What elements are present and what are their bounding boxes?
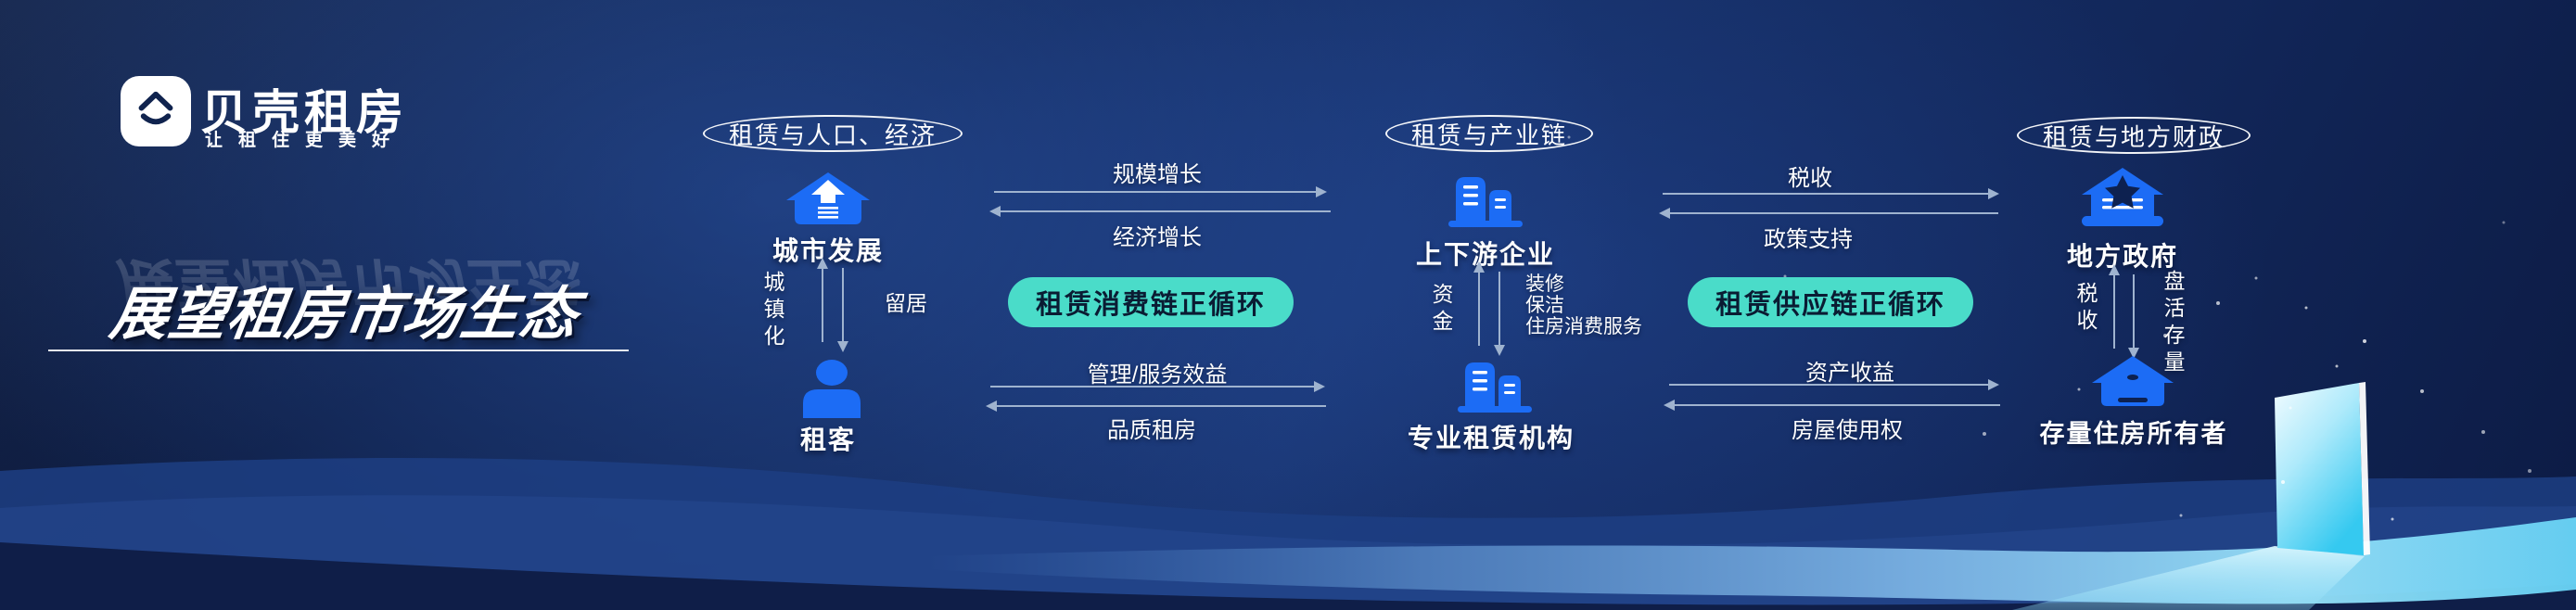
up-arrow [817, 258, 828, 342]
label-tax: 税收 [2073, 282, 2098, 336]
node-tenant: 租客 [799, 426, 857, 454]
star-dots [1567, 135, 2531, 521]
arrow-quality-renting [986, 400, 1326, 412]
label-scale-growth: 规模增长 [1113, 162, 1202, 187]
node-housing-stock-owner: 存量住房所有者 [2039, 420, 2228, 448]
pill-industry-chain: 租赁与产业链 [1384, 115, 1594, 152]
city-development-icon [784, 172, 872, 230]
arrow-tax-revenue [1663, 188, 1999, 199]
label-renovation: 装修 [1525, 273, 1564, 295]
arrow-management-service [990, 381, 1325, 392]
consumption-cycle-badge: 租赁消费链正循环 [1007, 277, 1294, 327]
up-arrow [2109, 264, 2120, 349]
label-activate-stock: 盘活存量 [2161, 270, 2185, 377]
arrow-policy-support [1659, 208, 1998, 219]
label-economic-growth: 经济增长 [1113, 225, 1202, 250]
supply-cycle-badge: 租赁供应链正循环 [1687, 277, 1974, 327]
node-enterprises: 上下游企业 [1415, 240, 1556, 269]
label-management-service: 管理/服务效益 [1087, 362, 1228, 388]
label-services-list: 装修 保洁 住房消费服务 [1525, 273, 1642, 337]
node-leasing-agency: 专业租赁机构 [1407, 424, 1575, 452]
label-tax-revenue: 税收 [1788, 166, 1832, 191]
down-arrow [1494, 272, 1505, 356]
node-city-development: 城市发展 [772, 236, 885, 265]
label-policy-support: 政策支持 [1764, 227, 1853, 252]
arrow-economic-growth [989, 206, 1331, 217]
pill-population-economy: 租赁与人口、经济 [702, 115, 963, 152]
brand-tagline: 让租住更美好 [205, 131, 406, 150]
leasing-agency-icon [1452, 361, 1537, 417]
pill-local-finance: 租赁与地方财政 [2016, 117, 2251, 154]
housing-stock-owner-icon [2092, 356, 2174, 411]
down-arrow [837, 268, 848, 352]
label-cleaning: 保洁 [1525, 295, 1564, 316]
label-asset-returns: 资产收益 [1805, 361, 1894, 386]
label-quality-renting: 品质租房 [1107, 418, 1196, 443]
label-urbanization: 城镇化 [760, 271, 784, 351]
arrow-asset-returns [1669, 379, 1999, 390]
glowing-door [2275, 382, 2370, 555]
government-icon [2080, 168, 2165, 232]
page-title-reflection: 展望租房市场生态 [108, 251, 585, 315]
node-local-government: 地方政府 [2066, 242, 2179, 271]
arrow-housing-use-right [1664, 400, 2000, 411]
label-housing-consumer-services: 住房消费服务 [1525, 316, 1642, 337]
door-light-beam [2012, 546, 2365, 610]
tenant-icon [796, 359, 868, 423]
up-arrow [1473, 261, 1485, 346]
down-arrow [2128, 274, 2139, 359]
arrow-scale-growth [994, 186, 1327, 197]
brand-logo [121, 76, 191, 146]
beike-house-logo-icon [130, 83, 182, 140]
enterprises-icon [1443, 175, 1528, 232]
label-stay: 留居 [885, 291, 927, 315]
label-housing-use-right: 房屋使用权 [1792, 418, 1903, 443]
label-capital: 资金 [1429, 283, 1453, 337]
title-underline [48, 349, 629, 351]
brand-name: 贝壳租房 [200, 86, 409, 139]
